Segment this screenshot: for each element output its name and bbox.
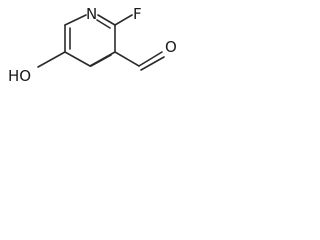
bond-c6-n1 [64, 14, 87, 26]
double-bond-n1-c2-inner [96, 19, 111, 29]
bond-aldehyde-c-o-second [140, 56, 165, 71]
pyridine-ring [64, 14, 116, 67]
nitrogen-label: N [86, 5, 97, 23]
hydroxyl-label: HO [8, 67, 31, 85]
bond-c4-c5 [64, 51, 91, 67]
bond-aldehyde-c-o [138, 51, 163, 67]
bond-c2-fluorine [114, 14, 133, 26]
fluorine-label: F [133, 5, 142, 23]
bond-c3-aldehyde-carbon [114, 51, 140, 67]
chemical-structure-diagram: N F O HO [8, 5, 177, 85]
substituent-bonds [37, 14, 165, 71]
bond-n1-c2 [97, 14, 116, 26]
atom-labels: N F O HO [8, 5, 177, 85]
double-bond-c3-c4-inner [90, 54, 112, 67]
bond-c5-hydroxyl [37, 51, 66, 68]
oxygen-label: O [165, 38, 177, 56]
